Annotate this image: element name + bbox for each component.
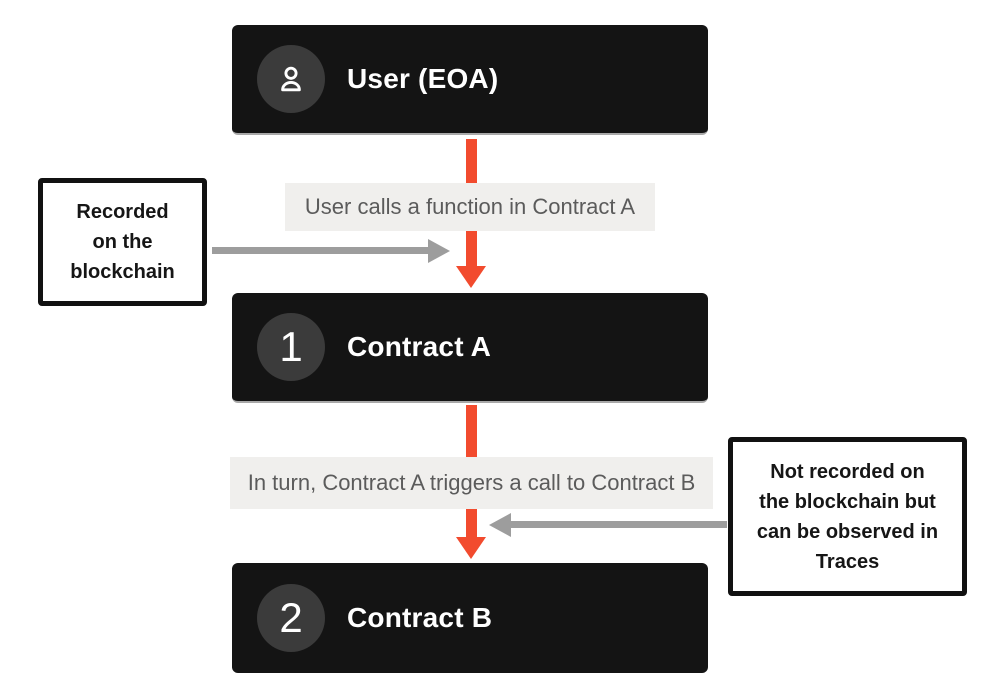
edge-label-user-calls: User calls a function in Contract A (285, 183, 655, 231)
node-contract-a-label: Contract A (347, 331, 492, 362)
note-not-recorded-on-blockchain: Not recorded on the blockchain but can b… (728, 437, 967, 596)
pointer-arrow-recorded (212, 247, 430, 254)
pointer-arrow-not-recorded-head (489, 513, 511, 537)
arrow-contract-a-to-contract-b-head (456, 537, 486, 559)
node-user-eoa: User (EOA) (232, 25, 708, 135)
contract-a-badge: 1 (257, 313, 325, 381)
arrow-user-to-contract-a-head (456, 266, 486, 288)
contract-b-badge: 2 (257, 584, 325, 652)
edge-label-contract-a-triggers: In turn, Contract A triggers a call to C… (230, 457, 713, 509)
contract-b-number: 2 (279, 594, 303, 641)
node-user-label: User (EOA) (347, 63, 499, 94)
pointer-arrow-not-recorded (511, 521, 727, 528)
user-avatar-circle (257, 45, 325, 113)
node-contract-a: 1 Contract A (232, 293, 708, 403)
node-contract-b: 2 Contract B (232, 563, 708, 673)
user-icon (273, 61, 309, 97)
note-recorded-on-blockchain: Recorded on the blockchain (38, 178, 207, 306)
pointer-arrow-recorded-head (428, 239, 450, 263)
node-contract-b-label: Contract B (347, 602, 493, 633)
contract-a-number: 1 (279, 323, 303, 370)
